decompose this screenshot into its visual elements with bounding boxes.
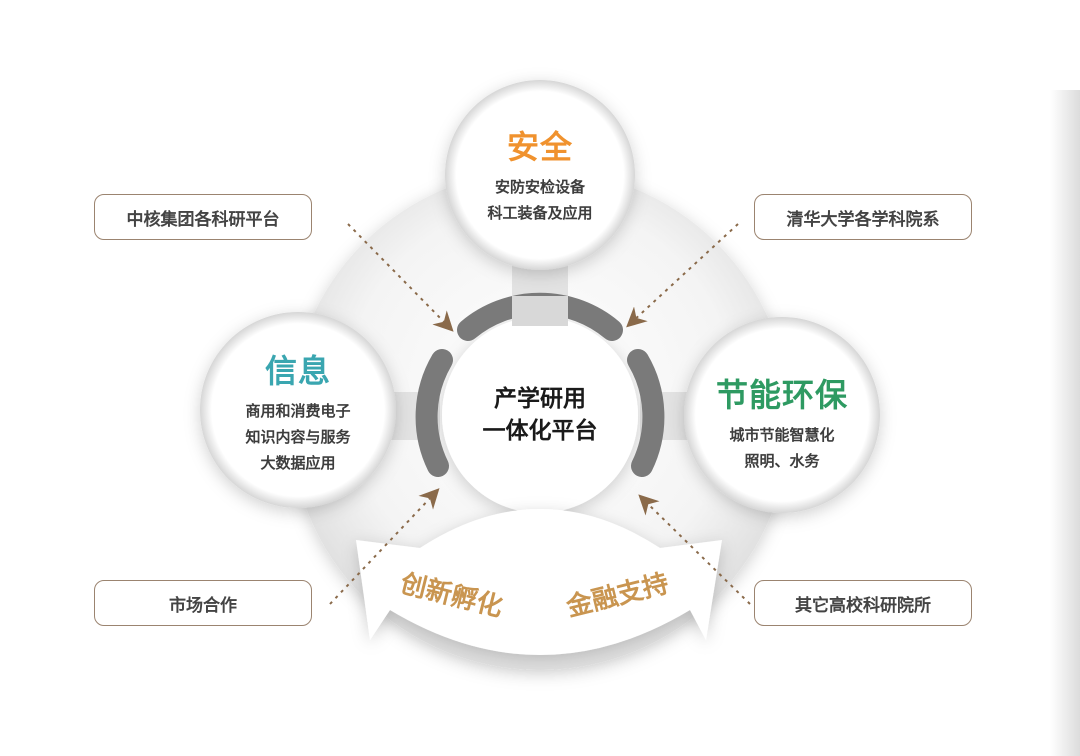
source-box-other-universities: 其它高校科研院所 <box>754 580 972 626</box>
info-node: 信息 商用和消费电子 知识内容与服务 大数据应用 <box>218 346 378 476</box>
source-box-cnnc: 中核集团各科研平台 <box>94 194 312 240</box>
safety-node: 安全 安防安检设备 科工装备及应用 <box>460 122 620 226</box>
info-line-3: 大数据应用 <box>260 454 336 472</box>
source-box-tsinghua: 清华大学各学科院系 <box>754 194 972 240</box>
source-label: 市场合作 <box>169 595 237 616</box>
dashed-arrows <box>329 223 751 605</box>
energy-line-1: 城市节能智慧化 <box>729 426 835 444</box>
cycle-arrow-band <box>356 509 722 655</box>
right-edge-shadow <box>1050 90 1080 756</box>
info-node-circle <box>200 312 396 508</box>
energy-node-circle <box>684 317 880 513</box>
center-label: 产学研用 一体化平台 <box>460 383 620 447</box>
safety-node-circle <box>445 80 635 270</box>
safety-title: 安全 <box>506 128 573 166</box>
center-line-2: 一体化平台 <box>482 418 598 444</box>
safety-line-2: 科工装备及应用 <box>487 204 593 222</box>
info-title: 信息 <box>264 352 331 390</box>
energy-node: 节能环保 城市节能智慧化 照明、水务 <box>692 370 872 474</box>
source-box-market: 市场合作 <box>94 580 312 626</box>
energy-line-2: 照明、水务 <box>744 452 820 470</box>
center-line-1: 产学研用 <box>494 386 586 412</box>
source-label: 中核集团各科研平台 <box>126 209 280 230</box>
center-circle <box>442 317 638 513</box>
source-label: 其它高校科研院所 <box>795 595 931 616</box>
energy-title: 节能环保 <box>715 376 848 414</box>
info-line-1: 商用和消费电子 <box>245 402 351 420</box>
safety-line-1: 安防安检设备 <box>494 178 585 196</box>
info-line-2: 知识内容与服务 <box>245 428 351 446</box>
source-label: 清华大学各学科院系 <box>786 209 940 230</box>
